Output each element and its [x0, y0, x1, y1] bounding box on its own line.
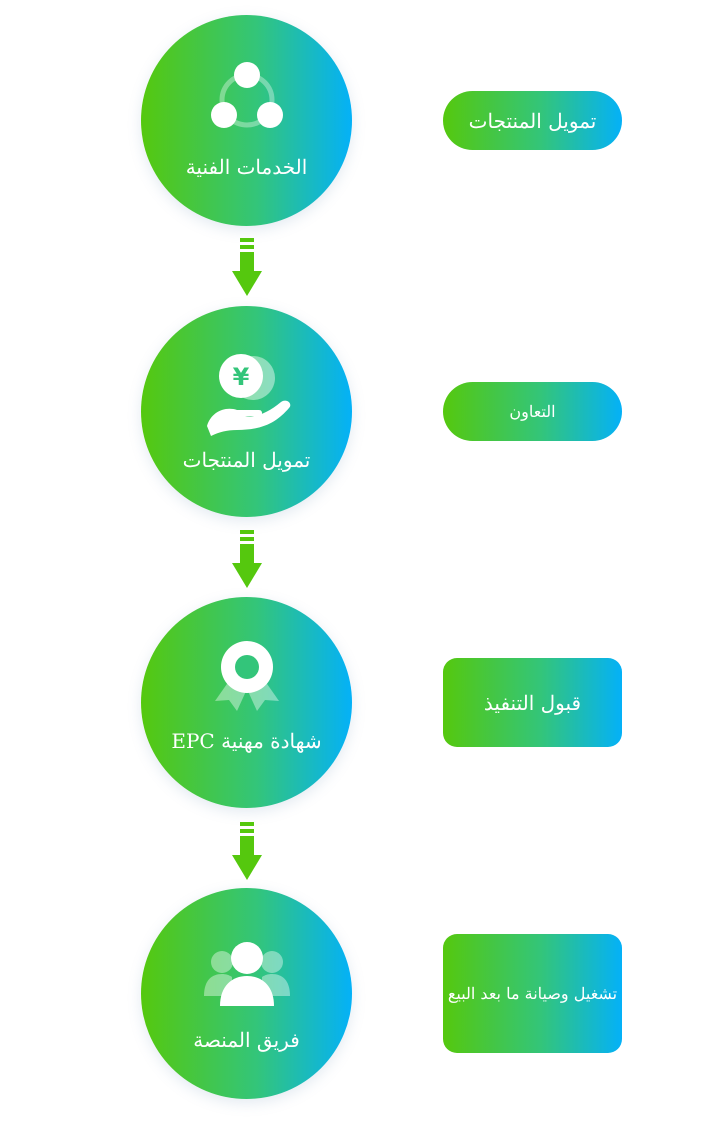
step-label: فريق المنصة	[193, 1028, 300, 1052]
step-label: تمويل المنتجات	[182, 448, 311, 472]
arrow-down-icon	[232, 238, 262, 296]
hand-coin-icon: ¥	[206, 354, 290, 436]
step-label: الخدمات الفنية	[185, 155, 308, 179]
step-circle-platform-team: فريق المنصة	[141, 888, 352, 1099]
side-pill-after-sales-operation: تشغيل وصيانة ما بعد البيع	[443, 934, 622, 1053]
step-circle-technical-services: الخدمات الفنية	[141, 15, 352, 226]
step-label: EPC شهادة مهنية	[171, 729, 322, 753]
arrow-down-icon	[232, 530, 262, 588]
team-users-icon	[203, 942, 290, 1006]
step-circle-epc-certificate: EPC شهادة مهنية	[141, 597, 352, 808]
arrow-down-icon	[232, 822, 262, 880]
step-circle-product-financing: ¥ تمويل المنتجات	[141, 306, 352, 517]
side-pill-execution-acceptance: قبول التنفيذ	[443, 658, 622, 747]
side-pill-product-financing: تمويل المنتجات	[443, 91, 622, 150]
side-pill-cooperation: التعاون	[443, 382, 622, 441]
coin-symbol: ¥	[232, 363, 249, 391]
share-nodes-icon	[210, 62, 283, 128]
award-ribbon-icon	[214, 641, 279, 711]
